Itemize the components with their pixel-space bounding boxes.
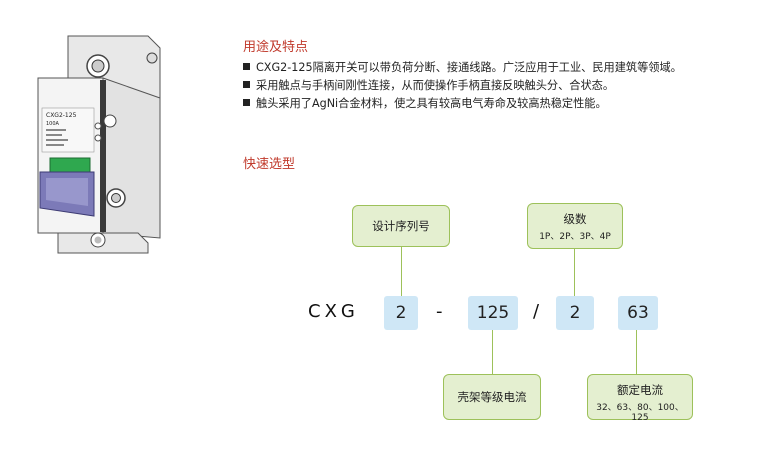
quick-selection-title: 快速选型 bbox=[243, 157, 296, 172]
square-bullet-icon bbox=[243, 63, 250, 70]
code-dash: - bbox=[436, 301, 447, 322]
design-serial-label-box: 设计序列号 bbox=[352, 205, 450, 247]
connector-line bbox=[401, 246, 402, 297]
circuit-breaker-image: CXG2-125 100A bbox=[37, 35, 161, 254]
code-poles: 2 bbox=[556, 296, 594, 330]
poles-options: 1P、2P、3P、4P bbox=[539, 232, 611, 242]
code-slash: / bbox=[533, 301, 544, 322]
usage-features-title: 用途及特点 bbox=[243, 40, 309, 55]
poles-label-box: 级数 1P、2P、3P、4P bbox=[527, 203, 623, 249]
rated-current-title: 额定电流 bbox=[617, 383, 663, 397]
list-item: CXG2-125隔离开关可以带负荷分断、接通线路。广泛应用于工业、民用建筑等领域… bbox=[243, 59, 682, 77]
product-rating-text: 100A bbox=[46, 121, 60, 127]
design-serial-label: 设计序列号 bbox=[372, 219, 430, 233]
list-item: 触头采用了AgNi合金材料，使之具有较高电气寿命及较高热稳定性能。 bbox=[243, 95, 682, 113]
code-design-number: 2 bbox=[384, 296, 418, 330]
connector-line bbox=[574, 246, 575, 297]
features-list: CXG2-125隔离开关可以带负荷分断、接通线路。广泛应用于工业、民用建筑等领域… bbox=[243, 59, 682, 113]
connector-line bbox=[492, 330, 493, 374]
frame-grade-label-box: 壳架等级电流 bbox=[443, 374, 541, 420]
feature-text: CXG2-125隔离开关可以带负荷分断、接通线路。广泛应用于工业、民用建筑等领域… bbox=[256, 61, 682, 74]
connector-line bbox=[636, 330, 637, 374]
feature-text: 触头采用了AgNi合金材料，使之具有较高电气寿命及较高热稳定性能。 bbox=[256, 97, 607, 110]
rated-current-options: 32、63、80、100、125 bbox=[596, 403, 684, 423]
list-item: 采用触点与手柄间刚性连接，从而使操作手柄直接反映触头分、合状态。 bbox=[243, 77, 682, 95]
code-frame-current: 125 bbox=[468, 296, 518, 330]
feature-text: 采用触点与手柄间刚性连接，从而使操作手柄直接反映触头分、合状态。 bbox=[256, 79, 615, 92]
frame-grade-label: 壳架等级电流 bbox=[457, 390, 527, 404]
rated-current-label-box: 额定电流 32、63、80、100、125 bbox=[587, 374, 693, 423]
poles-title: 级数 bbox=[563, 212, 587, 226]
square-bullet-icon bbox=[243, 81, 250, 88]
square-bullet-icon bbox=[243, 99, 250, 106]
product-model-text: CXG2-125 bbox=[46, 112, 77, 119]
code-rated-current: 63 bbox=[618, 296, 658, 330]
code-prefix: CXG bbox=[308, 301, 359, 322]
